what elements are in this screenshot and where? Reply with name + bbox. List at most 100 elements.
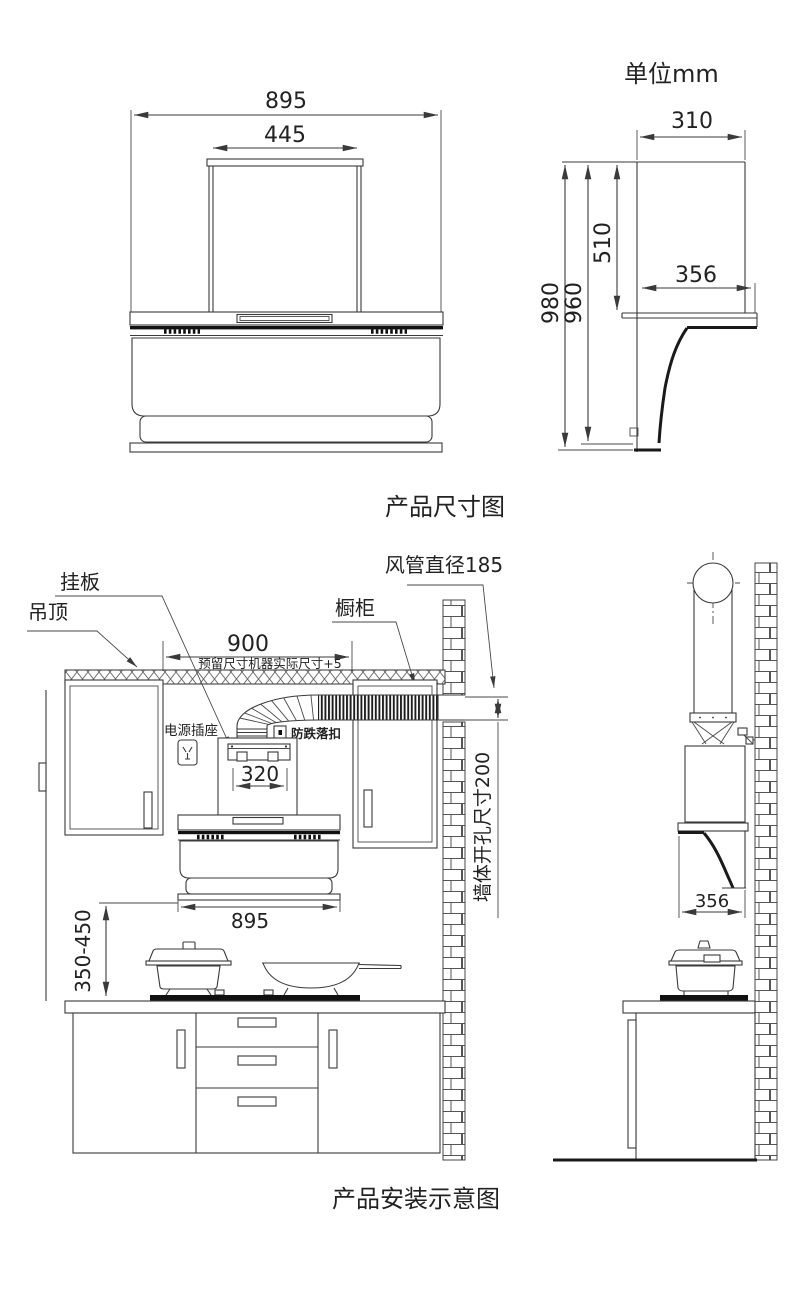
installation-side-view: 356: [553, 552, 778, 1162]
bracket-detail: [745, 736, 755, 745]
flange-bolt: [712, 716, 714, 719]
burner-stand-legs: [283, 987, 339, 996]
countertop-side: [622, 1000, 756, 1014]
cabinet-door-edge: [627, 1019, 637, 1149]
pot-with-lid: [145, 941, 232, 996]
pot-feet: [683, 991, 729, 995]
dim-wall-depth: 356: [695, 891, 729, 912]
label-duct-diameter: 风管直径185: [385, 553, 503, 577]
plate-screw: [230, 745, 234, 748]
label-hanging-plate: 挂板: [60, 570, 100, 594]
flexible-duct: [236, 694, 465, 739]
wok: [262, 962, 402, 996]
duct-corrugation: [318, 695, 438, 720]
control-display: [236, 313, 333, 324]
duct-elbow-fan-lines: [239, 695, 315, 725]
control-display-inner: [239, 316, 330, 321]
canopy-dark-band: [130, 326, 443, 330]
leader-duct: [407, 584, 496, 689]
plate-hook-right: [267, 751, 279, 762]
cabinet-door: [69, 685, 159, 830]
hood-body: [131, 337, 441, 417]
dim-height-range: 350-450: [71, 909, 95, 993]
buckle-pin: [278, 730, 282, 735]
dim-reserved-width: 900: [227, 632, 269, 657]
dim-top-depth: 310: [671, 109, 713, 134]
label-anti-fall: 防跌落扣: [291, 726, 341, 741]
base-cabinet-side: [635, 1012, 756, 1161]
countertop: [64, 1000, 446, 1014]
brick-wall-lower: [442, 721, 466, 1161]
drawer-handle: [237, 1017, 277, 1028]
front-s-curve: [657, 327, 689, 444]
label-cabinet: 橱柜: [335, 596, 375, 620]
cabinet-handle: [143, 791, 153, 829]
hood-base-strip: [129, 442, 443, 453]
plate-hook-left: [236, 751, 248, 762]
pot-lid-rim: [145, 960, 232, 966]
wall-bracket: [737, 727, 755, 745]
dim-panel-width: 445: [264, 123, 306, 148]
wok-handle: [358, 963, 402, 970]
cabinet-frame: [72, 1012, 441, 1154]
caption-install-diagram: 产品安装示意图: [332, 1185, 500, 1213]
note-reserved-size: 预留尺寸机器实际尺寸+5: [198, 656, 341, 671]
glass-panel-top-plate: [206, 158, 364, 167]
dim-body-height: 960: [562, 282, 587, 324]
pot-lid-handle: [703, 954, 721, 963]
socket-outline: [177, 739, 198, 766]
flange-bolt: [725, 716, 727, 719]
hood-tray: [185, 877, 333, 895]
dim-plate-width: 320: [241, 762, 279, 786]
leader-hanging-plate: [55, 595, 232, 749]
base-cabinet: [72, 1012, 441, 1154]
burner-stand-legs: [165, 988, 212, 996]
leader-ceiling: [27, 630, 138, 668]
hood-body: [179, 840, 339, 879]
dim-total-height: 980: [539, 282, 564, 324]
installed-hood: [177, 814, 341, 901]
label-wall-opening: 墙体开孔尺寸200: [472, 752, 494, 902]
cooktop-side: [660, 995, 748, 1001]
cabinet-door: [357, 685, 433, 843]
glass-panel-side-frames: [208, 166, 362, 312]
bracket-base: [737, 727, 748, 736]
wok-bowl: [262, 962, 360, 989]
product-front-view: 895 445: [129, 89, 444, 453]
pot-body: [156, 965, 221, 990]
chimney-side: [684, 745, 746, 823]
hanging-plate: [227, 743, 291, 762]
front-s-curve: [702, 832, 735, 889]
cabinet-handle: [363, 789, 373, 828]
label-ceiling: 吊顶: [28, 600, 68, 624]
dim-front-depth: 356: [675, 263, 717, 288]
plate-screw: [284, 745, 288, 748]
product-side-view: 单位mm 310 980 960 510 356: [539, 60, 758, 452]
cord-outlet-detail: [629, 427, 639, 437]
door-handle-right: [328, 1029, 338, 1069]
brick-wall-side: [754, 562, 778, 1161]
label-power-socket: 电源插座: [164, 723, 218, 739]
left-edge-handle: [38, 762, 47, 792]
pot-body: [675, 965, 736, 992]
dim-upper-height: 510: [591, 222, 616, 264]
burner-knob: [214, 989, 225, 996]
leader-cabinet: [332, 621, 416, 686]
hood-base: [177, 893, 341, 901]
duct-circle: [692, 562, 734, 604]
brick-wall-upper: [442, 599, 466, 696]
cooktop: [150, 995, 360, 1001]
duct-vertical-stub: [236, 726, 268, 739]
burner-knob: [263, 989, 274, 996]
pot-side-view: [668, 940, 743, 995]
drawer-handle: [237, 1096, 277, 1107]
socket-prongs: [182, 746, 193, 760]
hood-dark-band: [178, 831, 340, 835]
installed-hood-side: [677, 745, 749, 889]
canopy-shelf: [677, 822, 749, 832]
dim-overall-width: 895: [265, 89, 307, 114]
drawer-handle: [237, 1055, 277, 1066]
pot-lid: [148, 948, 229, 962]
